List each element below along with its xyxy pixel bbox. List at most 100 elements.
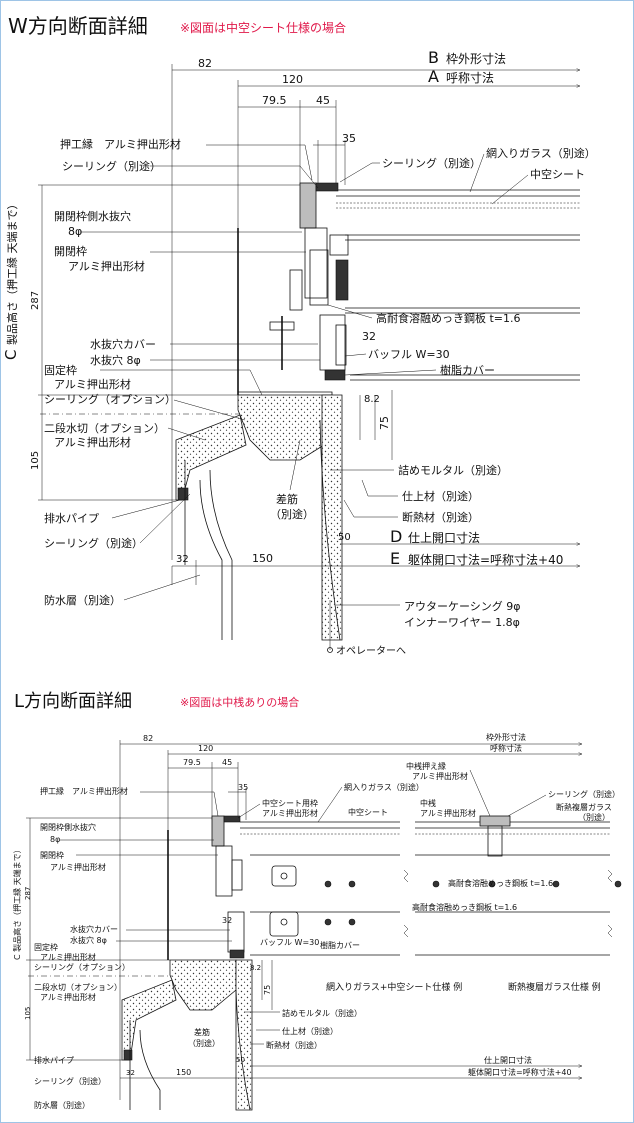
w-top-dimensions: 82 120 79.5 45 35 B 枠外形寸法 A 呼称寸法 <box>171 48 580 560</box>
w-right-labels: シーリング（別途） 網入りガラス（別途） 中空シート 高耐食溶融めっき鋼板 t=… <box>270 146 596 657</box>
l-dim-150: 150 <box>176 1068 191 1077</box>
w-dim-45: 45 <box>316 94 330 107</box>
l-section-note: ※図面は中桟ありの場合 <box>180 695 299 709</box>
w-label-kaihei-2: アルミ押出形材 <box>68 259 145 273</box>
l-left-labels: 押工縁 アルミ押出形材 開閉枠側水抜穴 8φ 開閉枠 アルミ押出形材 水抜穴カバ… <box>34 786 232 1110</box>
l-left-dimensions: C 製品高さ（押工縁 天端まで） 287 105 <box>12 817 215 1061</box>
w-label-seal2: シーリング（別途） <box>44 536 143 550</box>
l-label-yobi: 呼称寸法 <box>490 743 522 753</box>
l-label-waku: 枠外形寸法 <box>486 732 526 742</box>
w-dim-8-2: 8.2 <box>364 394 380 405</box>
l-label-kaihei-2: アルミ押出形材 <box>50 862 106 872</box>
w-label-nidan-1: 二段水切（オプション） <box>44 421 165 435</box>
w-label-bousui: 防水層（別途） <box>44 593 121 607</box>
l-right-labels: 網入りガラス（別途） 中空シート用枠 アルミ押出形材 中空シート 中桟押え縁 ア… <box>188 761 620 1050</box>
w-right-small-dimensions: 32 8.2 75 <box>359 330 393 460</box>
w-ref-d-text: 仕上開口寸法 <box>408 531 480 545</box>
w-ref-a-text: 呼称寸法 <box>446 71 494 85</box>
l-label-c: C 製品高さ（押工縁 天端まで） <box>12 845 22 960</box>
l-dim-75: 75 <box>263 985 272 995</box>
w-section: W方向断面詳細 ※図面は中空シート仕様の場合 82 120 79.5 45 35… <box>2 14 596 657</box>
w-label-seal1: シーリング（別途） <box>62 159 161 173</box>
l-label-oshi: 押工縁 アルミ押出形材 <box>40 786 128 796</box>
l-label-sheet: 中空シート <box>348 807 388 817</box>
w-ref-d-letter: D <box>390 527 402 546</box>
w-label-kaihei-hole-2: 8φ <box>68 225 82 238</box>
l-label-shiage-kaiko: 仕上開口寸法 <box>484 1055 532 1065</box>
l-label-baffle: バッフル W=30 <box>260 938 319 947</box>
w-label-jushi: 樹脂カバー <box>440 363 495 377</box>
w-ref-c-text: 製品高さ（押工縁 天端まで） <box>5 199 19 346</box>
l-label-ex2: 断熱複層ガラス仕様 例 <box>508 981 601 993</box>
l-label-seal-opt: シーリング（オプション） <box>34 962 130 972</box>
w-label-baffle: バッフル W=30 <box>368 348 450 361</box>
l-label-drain: 排水パイプ <box>34 1055 74 1065</box>
w-dim-32b: 32 <box>176 554 189 565</box>
l-label-kaihei-hole-1: 開閉枠側水抜穴 <box>40 822 96 832</box>
w-label-operator: オペレーターへ <box>336 645 406 657</box>
w-label-seal-opt: シーリング（オプション） <box>44 392 176 406</box>
l-dim-50: 50 <box>236 1056 245 1064</box>
l-dim-120: 120 <box>198 744 213 753</box>
l-dim-105: 105 <box>24 1007 32 1020</box>
w-label-glass: 網入りガラス（別途） <box>486 146 596 160</box>
w-label-kotei-2: アルミ押出形材 <box>54 377 131 391</box>
l-label-naka-2: アルミ押出形材 <box>420 808 476 818</box>
w-ref-b-text: 枠外形寸法 <box>446 52 506 66</box>
l-frame-profiles <box>167 815 622 960</box>
w-label-outer-2: インナーワイヤー 1.8φ <box>404 616 520 629</box>
l-label-naka-oshi-1: 中桟押え縁 <box>406 761 446 771</box>
w-label-cover-1: 水抜穴カバー <box>90 337 156 351</box>
l-label-kutai-kaiko: 躯体開口寸法=呼称寸法+40 <box>468 1067 572 1077</box>
l-small-dimensions: 32 8.2 75 <box>222 916 273 1010</box>
w-label-kaihei-1: 開閉枠 <box>54 244 87 258</box>
w-section-note: ※図面は中空シート仕様の場合 <box>180 20 346 35</box>
w-dim-287: 287 <box>30 291 41 310</box>
l-label-cover-1: 水抜穴カバー <box>70 924 118 934</box>
l-label-dannetsu-glass-2: （別途） <box>578 812 610 822</box>
l-label-dannetsu: 断熱材（別途） <box>266 1040 322 1050</box>
l-label-steel2: 高耐食溶融めっき鋼板 t=1.6 <box>412 902 517 912</box>
w-label-sasuji-2: （別途） <box>270 507 314 521</box>
w-ref-e-text: 躯体開口寸法=呼称寸法+40 <box>408 552 563 567</box>
w-dim-105: 105 <box>30 451 41 470</box>
l-label-naka-1: 中桟 <box>420 798 436 808</box>
l-label-sasuji-1: 差筋 <box>194 1027 210 1037</box>
w-fixed-frame <box>175 391 343 653</box>
l-label-jushi: 樹脂カバー <box>320 940 360 950</box>
l-fixed-frame <box>121 959 253 1111</box>
l-label-sheet-oshi-2: アルミ押出形材 <box>262 808 318 818</box>
l-label-dannetsu-glass-1: 断熱複層ガラス <box>556 802 612 812</box>
l-label-glass: 網入りガラス（別途） <box>344 782 424 792</box>
l-dim-32b: 32 <box>126 1069 135 1077</box>
w-ref-c-letter: C <box>2 350 20 360</box>
w-dim-50: 50 <box>338 532 351 543</box>
l-dim-8-2: 8.2 <box>250 964 261 972</box>
w-dim-120: 120 <box>282 73 303 86</box>
w-label-outer-1: アウターケーシング 9φ <box>404 599 521 613</box>
l-section-title: L方向断面詳細 <box>14 691 132 712</box>
l-label-cover-2: 水抜穴 8φ <box>70 935 107 945</box>
l-label-kaihei-1: 開閉枠 <box>40 850 64 860</box>
w-label-kotei-1: 固定枠 <box>44 363 77 377</box>
w-dim-32: 32 <box>362 330 376 343</box>
l-label-seal-r: シーリング（別途） <box>548 789 620 799</box>
w-dim-79-5: 79.5 <box>262 94 287 107</box>
l-label-shiage: 仕上材（別途） <box>282 1026 338 1036</box>
w-label-mortar: 詰めモルタル（別途） <box>398 463 508 477</box>
w-section-title: W方向断面詳細 <box>8 14 148 38</box>
w-label-shiage: 仕上材（別途） <box>402 489 479 503</box>
w-label-sasuji-1: 差筋 <box>276 492 298 506</box>
w-ref-e-letter: E <box>390 549 400 568</box>
l-label-kotei-2: アルミ押出形材 <box>40 952 96 962</box>
l-label-kaihei-hole-2: 8φ <box>50 835 60 844</box>
w-frame-profiles <box>237 182 349 395</box>
l-dim-79-5: 79.5 <box>183 758 201 767</box>
w-label-dannetsu: 断熱材（別途） <box>402 510 479 524</box>
l-label-steel1: 高耐食溶融めっき鋼板 t=1.6 <box>448 878 553 888</box>
l-label-ex1: 網入りガラス+中空シート仕様 例 <box>326 981 462 993</box>
l-label-bousui: 防水層（別途） <box>34 1100 90 1110</box>
l-label-nidan-2: アルミ押出形材 <box>40 992 96 1002</box>
w-label-cover-2: 水抜穴 8φ <box>90 353 141 367</box>
